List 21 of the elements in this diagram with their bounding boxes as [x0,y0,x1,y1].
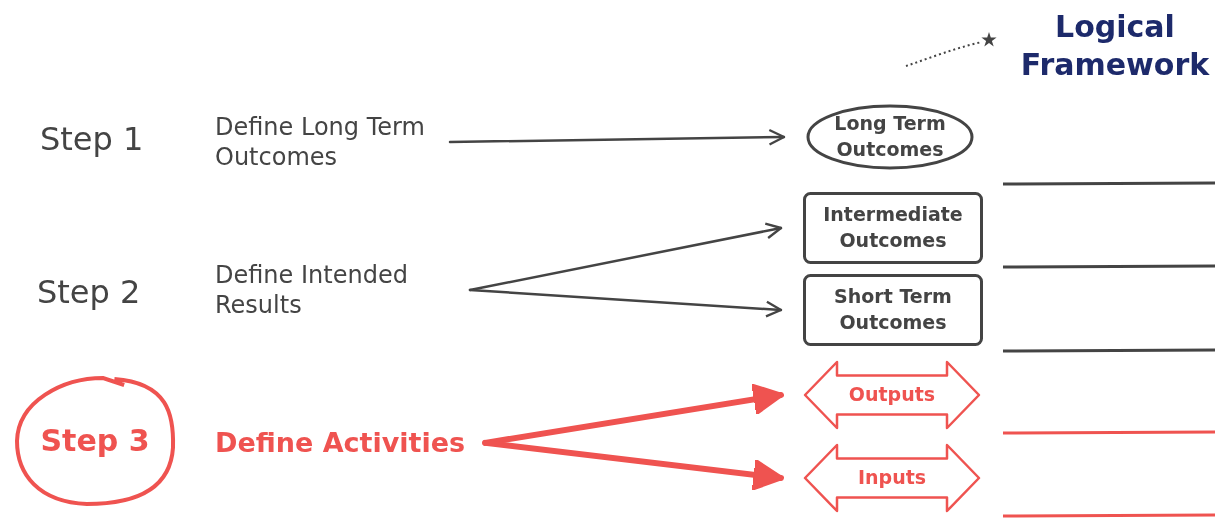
outcome-box [803,274,983,346]
outcome-label: Outputs [848,382,936,408]
double-arrow-shape [803,360,981,430]
double-arrow-shape [803,443,981,513]
outcome-label: Short Term Outcomes [833,284,953,335]
outcome-box [803,192,983,264]
arrow [482,439,785,491]
step-description: Define Long Term Outcomes [215,112,430,172]
diagram-title: Logical Framework [1019,8,1211,83]
outcome-label: Intermediate Outcomes [822,202,964,253]
step-label: Step 3 [40,421,150,460]
outcome-ellipse [806,104,974,170]
arrow [468,288,783,318]
outcome-label: Inputs [857,465,927,491]
arrow [468,222,783,292]
step-description: Define Activities [215,426,466,460]
step-label: Step 2 [37,273,141,311]
outcome-label: Long Term Outcomes [833,111,947,162]
step-description: Define Intended Results [215,260,450,320]
arrow [448,128,786,146]
step-label: Step 1 [40,120,144,158]
